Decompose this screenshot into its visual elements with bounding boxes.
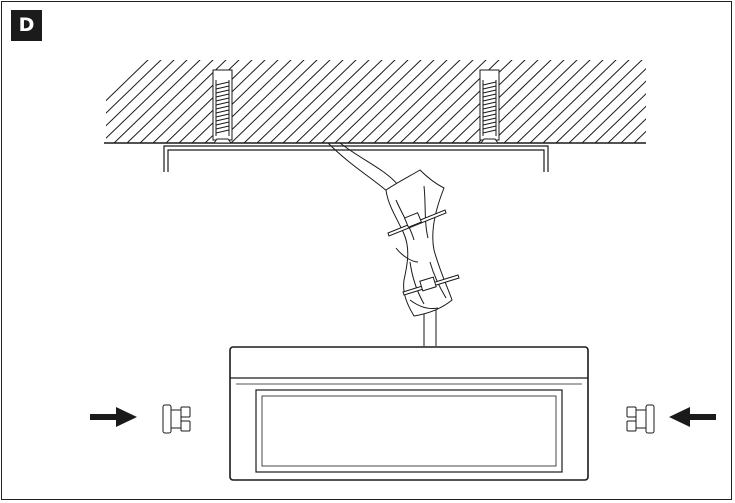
hatch-line	[308, 60, 396, 143]
screw-thread	[215, 101, 230, 106]
luminaire-body	[229, 346, 589, 481]
screw-thread	[482, 85, 497, 90]
hatch-line	[710, 58, 735, 145]
hatch-line	[230, 60, 318, 143]
arrow-left	[669, 407, 716, 427]
hatch-line	[282, 60, 370, 143]
screw-thread	[215, 117, 230, 122]
hatch-line	[620, 118, 646, 143]
hatch-line	[256, 60, 344, 143]
hatch-line	[269, 60, 357, 143]
hatch-line	[594, 93, 646, 143]
screw-thread	[482, 81, 497, 86]
screw-thread	[215, 109, 230, 114]
mounting-bracket	[163, 145, 549, 172]
screw-thread	[215, 93, 230, 98]
screw-thread	[482, 109, 497, 114]
screw-thread	[215, 125, 230, 130]
hatch-line	[347, 60, 435, 143]
screw-thread	[482, 121, 497, 126]
left-clip	[162, 404, 191, 434]
hatch-line	[503, 60, 591, 143]
hatch-line	[373, 60, 461, 143]
screw-thread	[482, 113, 497, 118]
screw-thread	[482, 97, 497, 102]
screw-thread	[215, 129, 230, 134]
screw-thread	[215, 89, 230, 94]
wrapped-cable	[385, 169, 453, 317]
hatch-line	[607, 105, 646, 143]
left-screw	[212, 69, 233, 144]
screw-thread	[482, 101, 497, 106]
cable-tie-upper	[387, 209, 447, 237]
panel-label: D	[11, 10, 42, 41]
hatch-line	[581, 80, 646, 143]
hatch-line	[425, 60, 513, 143]
screw-thread	[215, 105, 230, 110]
hatch-line	[645, 58, 735, 145]
screw-thread	[482, 89, 497, 94]
hatch-line	[516, 60, 604, 143]
hatch-line	[165, 60, 253, 143]
screw-thread	[215, 81, 230, 86]
screw-thread	[482, 93, 497, 98]
screw-thread	[482, 129, 497, 134]
hatch-line	[684, 58, 735, 145]
hatch-line	[106, 60, 149, 102]
hatch-line	[191, 60, 279, 143]
right-screw	[479, 69, 500, 144]
hatch-line	[360, 60, 448, 143]
hatch-line	[529, 60, 617, 143]
cable-tie-lower	[402, 274, 460, 296]
screw-thread	[215, 113, 230, 118]
hatch-line	[295, 60, 383, 143]
hatch-line	[658, 58, 735, 145]
hatch-line	[671, 58, 735, 145]
hatch-line	[106, 60, 175, 127]
hatch-line	[399, 60, 487, 143]
hatch-line	[321, 60, 409, 143]
arrow-right	[90, 407, 137, 427]
right-clip	[626, 404, 655, 434]
hatch-line	[697, 58, 735, 145]
hatch-line	[106, 60, 162, 114]
screw-thread	[215, 85, 230, 90]
screw-thread	[482, 125, 497, 130]
hatch-line	[464, 60, 552, 143]
hatch-line	[386, 60, 474, 143]
hatch-line	[113, 60, 201, 143]
ceiling-hatch	[106, 58, 735, 145]
hatch-line	[334, 60, 422, 143]
hatch-line	[555, 60, 643, 143]
screw-thread	[482, 105, 497, 110]
hatch-line	[490, 60, 578, 143]
screw-thread	[482, 117, 497, 122]
hatch-line	[106, 60, 188, 139]
hatch-line	[568, 67, 646, 143]
hatch-line	[542, 60, 630, 143]
hatch-line	[243, 60, 331, 143]
screw-thread	[215, 97, 230, 102]
hatch-line	[126, 60, 214, 143]
screw-thread	[215, 121, 230, 126]
hatch-line	[633, 130, 646, 143]
